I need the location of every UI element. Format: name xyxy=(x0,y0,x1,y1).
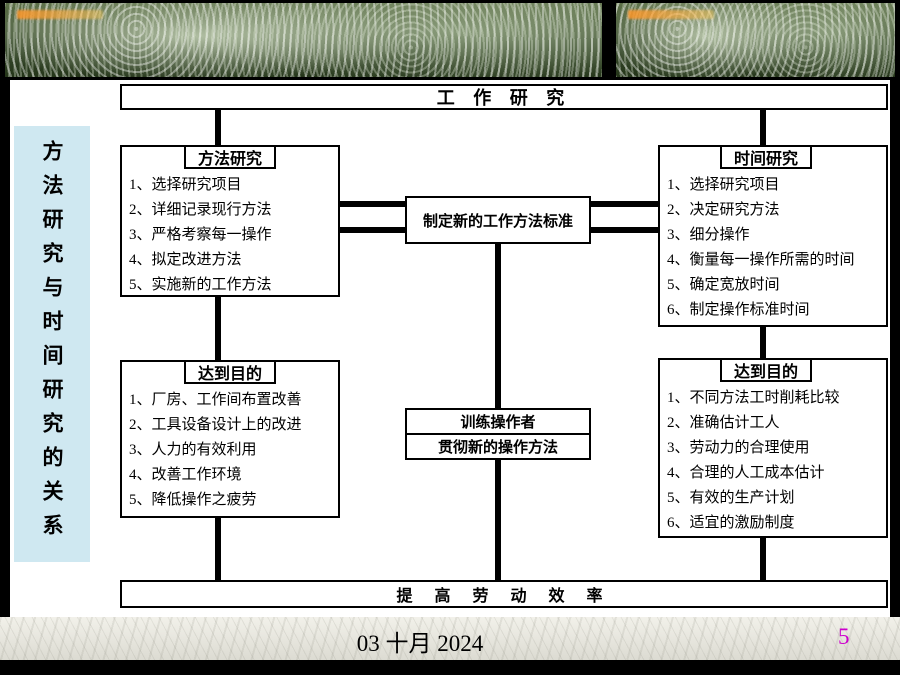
time-goals-box: 1、不同方法工时削耗比较 2、准确估计工人 3、劳动力的合理使用 4、合理的人工… xyxy=(658,358,888,538)
efficiency-bar: 提 高 劳 动 效 率 xyxy=(120,580,888,608)
connector-method-to-center-1 xyxy=(340,201,405,207)
top-banner-left-photo xyxy=(5,3,602,77)
connector-method-to-goals xyxy=(215,297,221,360)
method-study-items: 1、选择研究项目 2、详细记录现行方法 3、严格考察每一操作 4、拟定改进方法 … xyxy=(122,147,338,302)
list-item: 4、合理的人工成本估计 xyxy=(667,465,825,481)
time-study-header: 时间研究 xyxy=(720,145,812,169)
method-study-box: 1、选择研究项目 2、详细记录现行方法 3、严格考察每一操作 4、拟定改进方法 … xyxy=(120,145,340,297)
connector-title-to-time xyxy=(760,110,766,145)
list-item: 3、人力的有效利用 xyxy=(129,442,257,458)
connector-center-to-train xyxy=(495,244,501,408)
side-label-strip: 方法研究与时间研究的关系 xyxy=(14,126,90,562)
list-item: 3、严格考察每一操作 xyxy=(129,227,272,243)
banner-watermark xyxy=(17,10,103,19)
method-goals-header: 达到目的 xyxy=(184,360,276,384)
train-operators-line1: 训练操作者 xyxy=(407,410,589,435)
list-item: 2、决定研究方法 xyxy=(667,202,780,218)
list-item: 5、有效的生产计划 xyxy=(667,490,795,506)
list-item: 1、厂房、工作间布置改善 xyxy=(129,392,302,408)
list-item: 2、详细记录现行方法 xyxy=(129,202,272,218)
train-operators-box: 训练操作者 贯彻新的操作方法 xyxy=(405,408,591,460)
list-item: 6、制定操作标准时间 xyxy=(667,302,810,318)
list-item: 5、降低操作之疲劳 xyxy=(129,492,257,508)
list-item: 3、细分操作 xyxy=(667,227,750,243)
list-item: 1、不同方法工时削耗比较 xyxy=(667,390,840,406)
connector-time-to-goals xyxy=(760,327,766,358)
list-item: 1、选择研究项目 xyxy=(667,177,780,193)
list-item: 2、准确估计工人 xyxy=(667,415,780,431)
list-item: 4、拟定改进方法 xyxy=(129,252,242,268)
list-item: 1、选择研究项目 xyxy=(129,177,242,193)
time-goals-header: 达到目的 xyxy=(720,358,812,382)
list-item: 4、衡量每一操作所需的时间 xyxy=(667,252,855,268)
connector-method-goals-to-bottom xyxy=(215,518,221,580)
banner-watermark xyxy=(628,10,714,19)
list-item: 4、改善工作环境 xyxy=(129,467,242,483)
connector-title-to-method xyxy=(215,110,221,145)
new-method-standard-box: 制定新的工作方法标准 xyxy=(405,196,591,244)
connector-center-to-time-2 xyxy=(591,227,658,233)
diagram-title: 工 作 研 究 xyxy=(120,84,888,110)
list-item: 6、适宜的激励制度 xyxy=(667,515,795,531)
list-item: 3、劳动力的合理使用 xyxy=(667,440,810,456)
method-goals-items: 1、厂房、工作间布置改善 2、工具设备设计上的改进 3、人力的有效利用 4、改善… xyxy=(122,362,338,517)
method-goals-box: 1、厂房、工作间布置改善 2、工具设备设计上的改进 3、人力的有效利用 4、改善… xyxy=(120,360,340,518)
page-number: 5 xyxy=(838,624,850,649)
connector-train-to-bottom xyxy=(495,460,501,580)
list-item: 2、工具设备设计上的改进 xyxy=(129,417,302,433)
connector-method-to-center-2 xyxy=(340,227,405,233)
side-label-text: 方法研究与时间研究的关系 xyxy=(40,140,64,548)
method-study-header: 方法研究 xyxy=(184,145,276,169)
footer-strip: 03 十月 2024 5 xyxy=(0,617,900,660)
connector-center-to-time-1 xyxy=(591,201,658,207)
connector-time-goals-to-bottom xyxy=(760,538,766,580)
time-study-items: 1、选择研究项目 2、决定研究方法 3、细分操作 4、衡量每一操作所需的时间 5… xyxy=(660,147,886,327)
time-goals-items: 1、不同方法工时削耗比较 2、准确估计工人 3、劳动力的合理使用 4、合理的人工… xyxy=(660,360,886,540)
list-item: 5、确定宽放时间 xyxy=(667,277,780,293)
footer-date: 03 十月 2024 xyxy=(356,631,484,656)
list-item: 5、实施新的工作方法 xyxy=(129,277,272,293)
time-study-box: 1、选择研究项目 2、决定研究方法 3、细分操作 4、衡量每一操作所需的时间 5… xyxy=(658,145,888,327)
top-banner-right-photo xyxy=(616,3,895,77)
train-operators-line2: 贯彻新的操作方法 xyxy=(437,440,558,456)
